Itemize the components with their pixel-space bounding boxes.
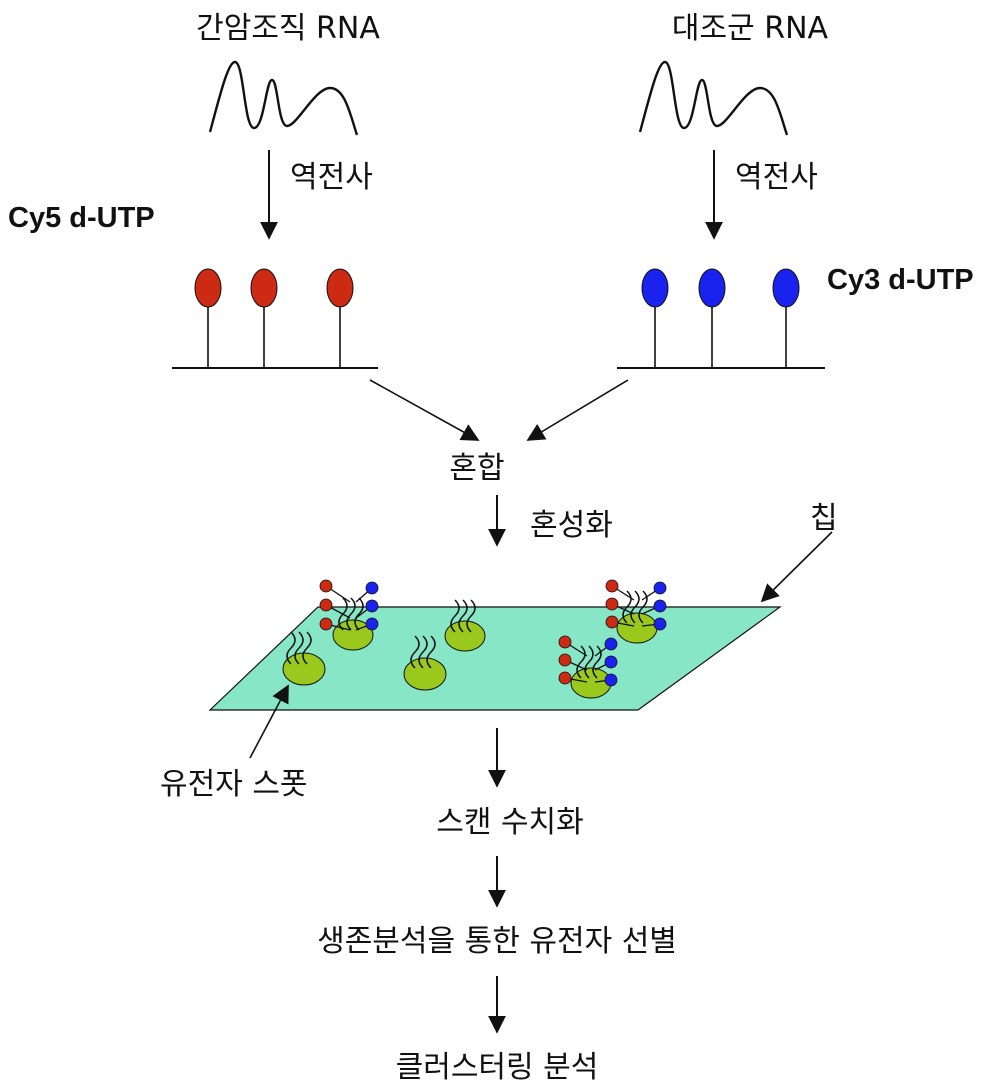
chip-label: 칩 [810, 501, 838, 536]
rt-right-label: 역전사 [735, 160, 818, 195]
cy5-labeled-cdna [172, 269, 378, 368]
control-rna-label: 대조군 RNA [672, 11, 829, 46]
cy5-label: Cy5 d-UTP [8, 202, 155, 234]
survival-label: 생존분석을 통한 유전자 선별 [317, 924, 677, 959]
cy5-dye-marker [195, 269, 221, 307]
control-rna-wave [640, 62, 787, 135]
cy3-dye-marker [773, 269, 799, 307]
hybridization-label: 혼성화 [530, 508, 613, 543]
merge-arrow-left [370, 380, 478, 440]
clustering-label: 클러스터링 분석 [396, 1050, 599, 1085]
cy3-labeled-cdna [617, 269, 825, 368]
merge-arrow-right [528, 380, 628, 440]
cy5-dye-marker [327, 269, 353, 307]
rt-left-label: 역전사 [290, 160, 373, 195]
cy3-dye-marker [699, 269, 725, 307]
cy3-dye-marker [642, 269, 668, 307]
cancer-rna-label: 간암조직 RNA [196, 11, 380, 46]
mix-label: 혼합 [449, 451, 504, 486]
gene-spot-label: 유전자 스폿 [160, 767, 308, 802]
cy3-label: Cy3 d-UTP [827, 264, 974, 296]
gene-spot [404, 658, 446, 690]
scan-label: 스캔 수치화 [436, 805, 584, 840]
cy5-dye-marker [251, 269, 277, 307]
chip-pointer-arrow [762, 532, 832, 601]
cancer-rna-wave [210, 62, 357, 135]
